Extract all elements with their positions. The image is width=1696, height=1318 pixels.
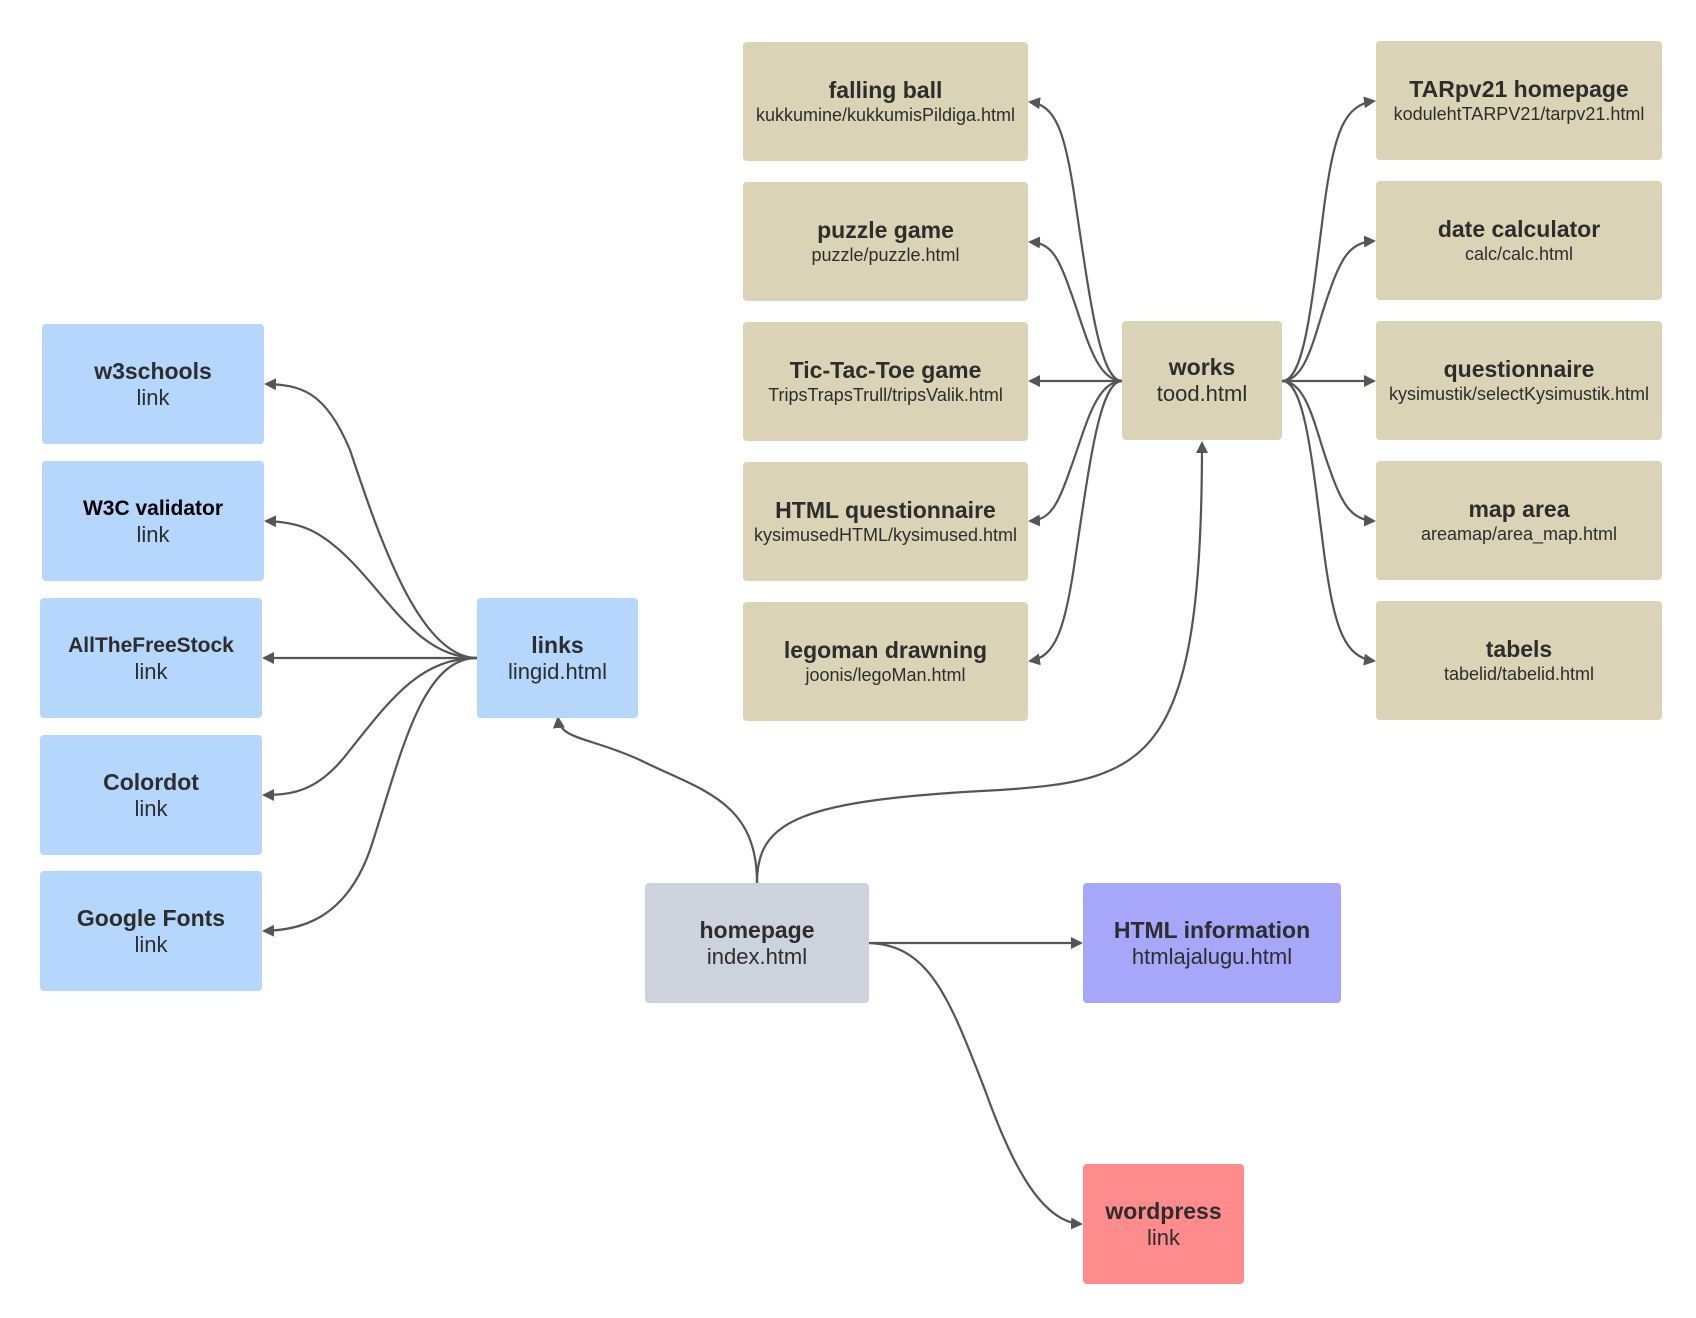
node-w3schools[interactable]: w3schools link	[42, 324, 264, 444]
edge-links-colordot	[262, 656, 478, 801]
node-subtitle: areamap/area_map.html	[1420, 524, 1618, 544]
node-title: map area	[1468, 496, 1570, 522]
node-colordot[interactable]: Colordot link	[40, 735, 262, 855]
edge-works-tarpv21	[1281, 96, 1376, 383]
node-subtitle: lingid.html	[507, 658, 608, 684]
node-subtitle: kodulehtTARPV21/tarpv21.html	[1393, 104, 1645, 124]
node-title: Google Fonts	[76, 904, 226, 931]
node-title: falling ball	[828, 77, 943, 103]
node-works[interactable]: works tood.html	[1122, 321, 1282, 440]
edge-links-w3schools	[264, 378, 478, 660]
node-tictactoe[interactable]: Tic-Tac-Toe game TripsTrapsTrull/tripsVa…	[743, 322, 1028, 441]
edge-works-datecalc	[1281, 235, 1376, 383]
node-falling-ball[interactable]: falling ball kukkumine/kukkumisPildiga.h…	[743, 42, 1028, 161]
node-subtitle: link	[1146, 1224, 1180, 1250]
node-subtitle: kysimusedHTML/kysimused.html	[753, 525, 1018, 545]
node-title: Tic-Tac-Toe game	[789, 357, 982, 383]
edge-works-htmlquest	[1028, 379, 1123, 527]
node-wordpress[interactable]: wordpress link	[1083, 1164, 1244, 1284]
edge-works-fallingball	[1028, 97, 1123, 383]
node-subtitle: link	[136, 521, 170, 547]
node-title: date calculator	[1437, 216, 1601, 242]
node-subtitle: link	[134, 931, 168, 957]
node-title: HTML questionnaire	[775, 497, 996, 523]
node-title: works	[1168, 354, 1236, 380]
node-title: HTML information	[1113, 916, 1311, 943]
edge-homepage-links	[552, 716, 759, 884]
node-title: homepage	[699, 916, 815, 943]
node-subtitle: calc/calc.html	[1464, 244, 1574, 264]
node-html-questionnaire[interactable]: HTML questionnaire kysimusedHTML/kysimus…	[743, 462, 1028, 581]
edge-links-googlefonts	[262, 656, 478, 937]
edge-works-maparea	[1281, 379, 1376, 527]
node-subtitle: tabelid/tabelid.html	[1443, 664, 1595, 684]
node-date-calculator[interactable]: date calculator calc/calc.html	[1376, 181, 1662, 300]
node-legoman-drawing[interactable]: legoman drawning joonis/legoMan.html	[743, 602, 1028, 721]
node-puzzle-game[interactable]: puzzle game puzzle/puzzle.html	[743, 182, 1028, 301]
node-links[interactable]: links lingid.html	[477, 598, 638, 718]
node-title: links	[531, 631, 584, 658]
node-homepage[interactable]: homepage index.html	[645, 883, 869, 1003]
node-title: legoman drawning	[783, 637, 988, 663]
edge-works-legoman	[1028, 379, 1123, 666]
edge-homepage-wordpress	[868, 941, 1083, 1230]
node-map-area[interactable]: map area areamap/area_map.html	[1376, 461, 1662, 580]
node-title: w3schools	[94, 357, 212, 384]
node-title: AllTheFreeStock	[68, 633, 234, 657]
node-subtitle: index.html	[706, 943, 808, 969]
edge-works-tabels	[1281, 379, 1376, 666]
node-subtitle: link	[136, 384, 170, 410]
node-title: W3C validator	[82, 496, 224, 520]
node-html-information[interactable]: HTML information htmlajalugu.html	[1083, 883, 1341, 1003]
node-title: tabels	[1485, 636, 1553, 662]
node-title: TARpv21 homepage	[1409, 76, 1629, 102]
edge-works-puzzle	[1028, 236, 1123, 383]
node-allthefreestock[interactable]: AllTheFreeStock link	[40, 598, 262, 718]
node-subtitle: kukkumine/kukkumisPildiga.html	[755, 105, 1016, 125]
node-google-fonts[interactable]: Google Fonts link	[40, 871, 262, 991]
node-w3c-validator[interactable]: W3C validator link	[42, 461, 264, 581]
node-subtitle: link	[134, 658, 168, 684]
node-tarpv21-homepage[interactable]: TARpv21 homepage kodulehtTARPV21/tarpv21…	[1376, 41, 1662, 160]
node-title: puzzle game	[817, 217, 954, 243]
node-title: Colordot	[103, 768, 199, 795]
node-subtitle: joonis/legoMan.html	[805, 665, 966, 685]
node-subtitle: htmlajalugu.html	[1131, 943, 1293, 969]
node-title: questionnaire	[1443, 356, 1595, 382]
node-questionnaire[interactable]: questionnaire kysimustik/selectKysimusti…	[1376, 321, 1662, 440]
node-subtitle: TripsTrapsTrull/tripsValik.html	[768, 385, 1003, 405]
node-subtitle: puzzle/puzzle.html	[811, 245, 960, 265]
node-subtitle: kysimustik/selectKysimustik.html	[1388, 384, 1650, 404]
edge-links-w3c	[264, 515, 478, 660]
node-title: wordpress	[1105, 1197, 1222, 1224]
node-tabels[interactable]: tabels tabelid/tabelid.html	[1376, 601, 1662, 720]
node-subtitle: tood.html	[1156, 381, 1248, 406]
node-subtitle: link	[134, 795, 168, 821]
